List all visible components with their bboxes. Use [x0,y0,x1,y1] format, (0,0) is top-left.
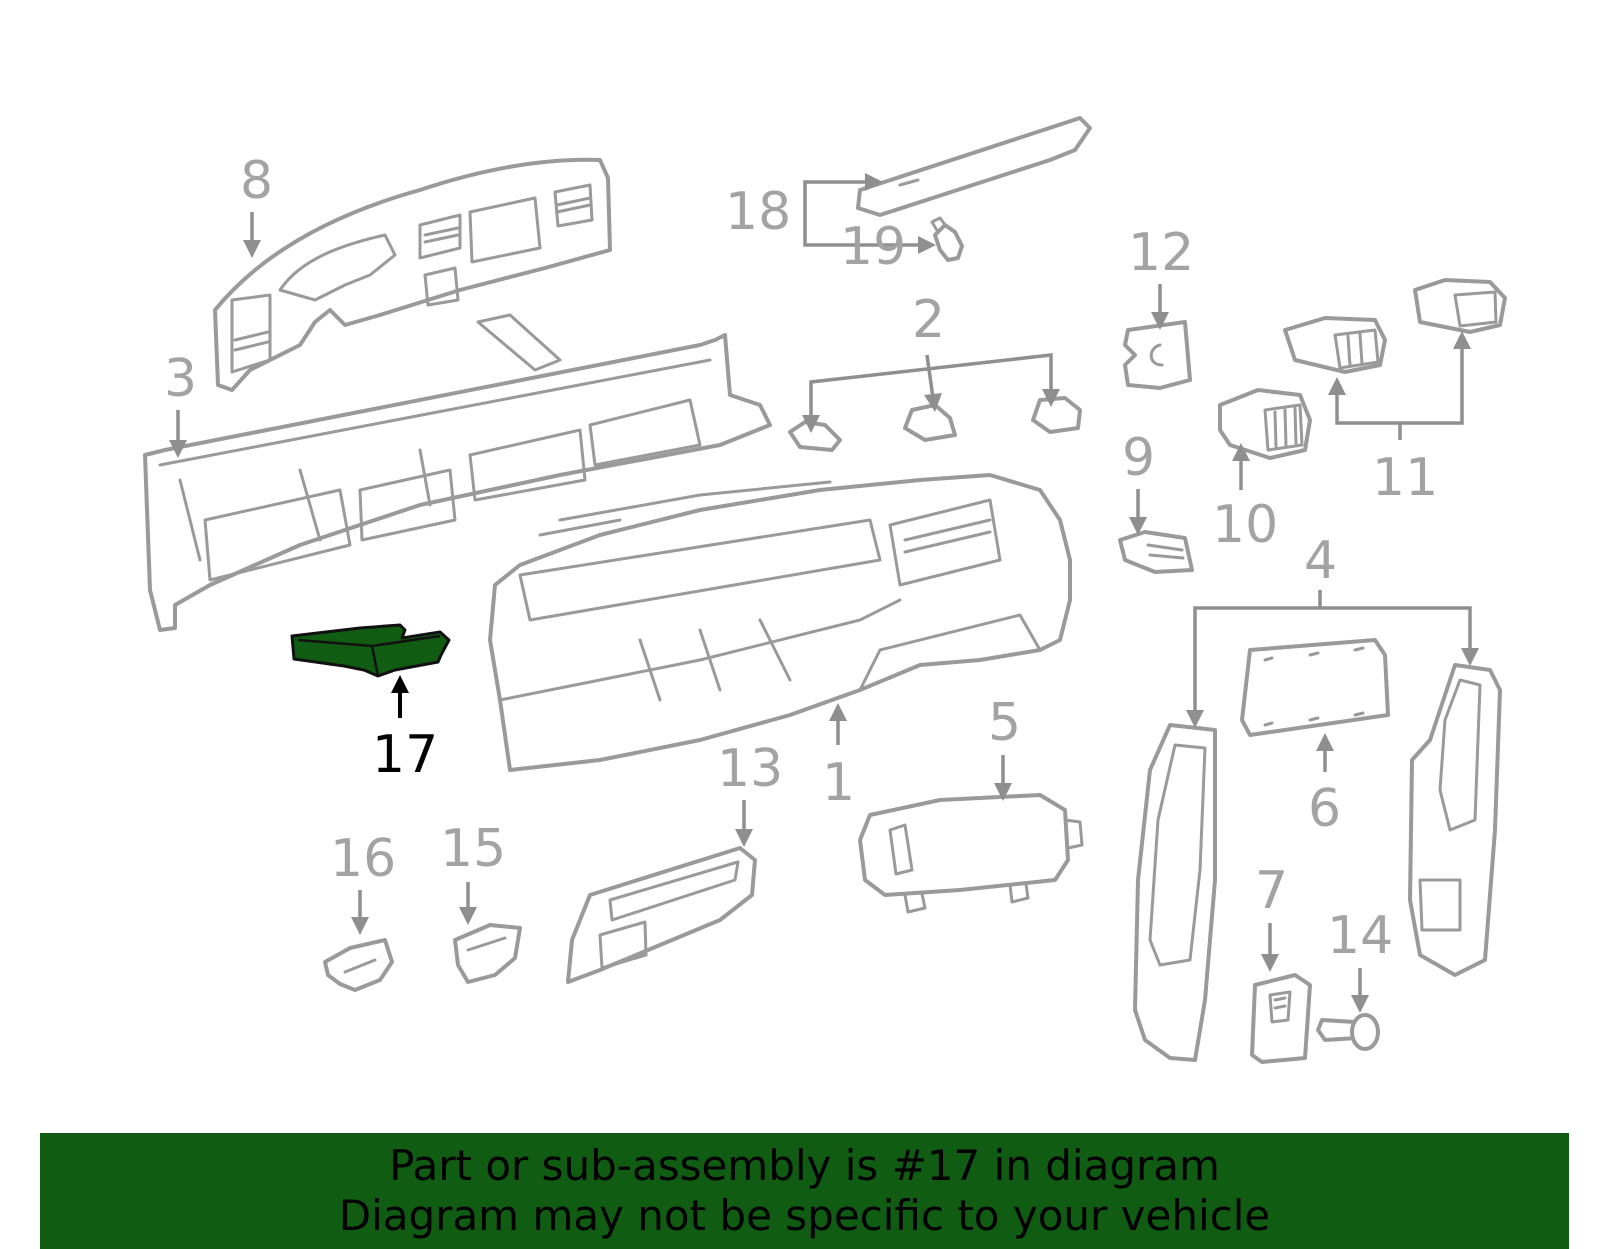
part-11-air-outlet-b [1413,278,1507,334]
part-9-vent [1118,530,1194,574]
callout-17: 17 [372,725,438,785]
banner-line-1: Part or sub-assembly is #17 in diagram [389,1141,1220,1190]
callout-7: 7 [1255,861,1288,921]
part-2-vent-bezels [788,396,1082,452]
callout-18: 18 [725,182,791,242]
part-7-bracket [1250,973,1312,1064]
callout-5: 5 [988,693,1021,753]
callout-10: 10 [1212,495,1278,555]
callout-2: 2 [912,290,945,350]
part-3-dash-frame [143,313,772,632]
part-15-bezel [453,923,522,984]
part-16-bezel [323,938,394,992]
leader-lines [169,173,1479,1013]
part-10-air-outlet [1218,388,1312,460]
leader-17 [391,675,409,718]
part-6-panel [1240,638,1390,737]
part-8-cluster-bezel [213,157,612,392]
callout-9: 9 [1122,428,1155,488]
callout-13: 13 [717,739,783,799]
part-4-trim-left [1133,723,1217,1062]
callout-3: 3 [164,349,197,409]
part-11-air-outlet-a [1283,316,1387,374]
part-4-trim-right [1408,663,1502,977]
callout-8: 8 [240,151,273,211]
part-13-lower-bezel [566,846,757,984]
banner-line-2: Diagram may not be specific to your vehi… [338,1191,1271,1240]
callout-16: 16 [330,829,396,889]
part-19-clip [930,216,964,262]
callout-19: 19 [840,217,906,277]
callout-1: 1 [822,753,855,813]
part-17-highlighted [290,623,451,678]
callout-6: 6 [1308,779,1341,839]
callout-15: 15 [440,819,506,879]
part-12-switch-bezel [1123,320,1192,390]
part-14-bolt [1316,1013,1380,1051]
callout-11: 11 [1372,448,1438,508]
callout-12: 12 [1128,223,1194,283]
callout-4: 4 [1304,531,1337,591]
part-5-glove-box [858,793,1084,914]
callout-labels: 8 3 18 19 2 12 9 10 11 4 6 1 5 13 16 15 … [164,151,1438,966]
callout-14: 14 [1327,906,1393,966]
part-1-instrument-panel [488,473,1072,772]
notice-banner: Part or sub-assembly is #17 in diagram D… [40,1133,1569,1249]
part-18-panel [856,116,1092,217]
